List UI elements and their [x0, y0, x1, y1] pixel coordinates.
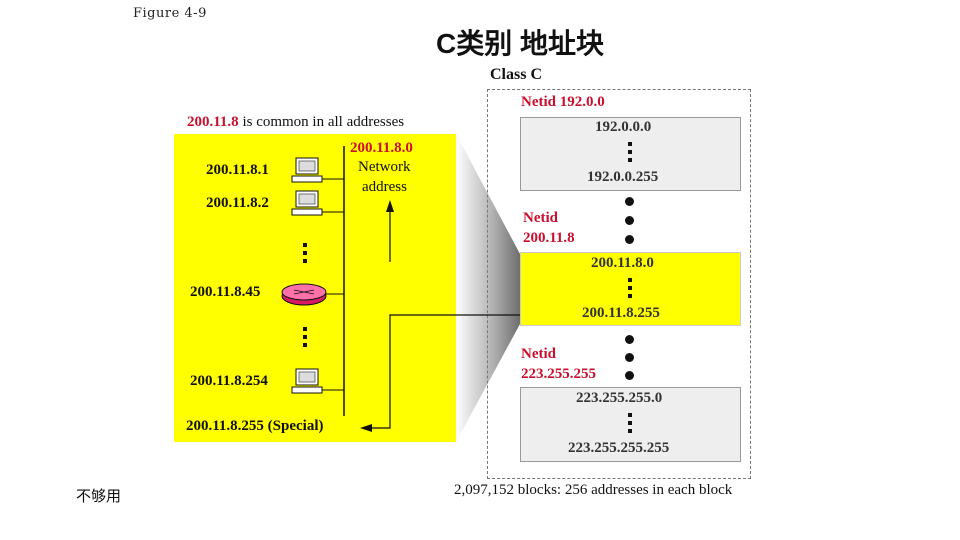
ellipsis-dot: [303, 251, 307, 255]
netid-sub-3: 223.255.255: [521, 366, 596, 382]
ellipsis-dot: [628, 294, 632, 298]
ellipsis-dot: [303, 343, 307, 347]
netid-label-1: Netid 192.0.0: [521, 94, 605, 110]
common-line: 200.11.8 is common in all addresses: [187, 114, 404, 131]
ellipsis-dot: [628, 421, 632, 425]
network-lines: [281, 146, 520, 432]
ellipsis-dot: [625, 197, 634, 206]
host-label-1: 200.11.8.1: [206, 162, 269, 178]
ellipsis-dot: [628, 286, 632, 290]
ellipsis-dot: [303, 327, 307, 331]
ellipsis-dot: [625, 216, 634, 225]
ellipsis-dot: [628, 142, 632, 146]
ellipsis-dot: [628, 150, 632, 154]
block-first-200: 200.11.8.0: [591, 255, 654, 271]
ellipsis-dot: [303, 335, 307, 339]
ellipsis-dot: [628, 413, 632, 417]
network-address-label-1: Network: [358, 159, 411, 175]
host-label-45: 200.11.8.45: [190, 284, 261, 300]
ellipsis-dot: [303, 243, 307, 247]
summary-text: 2,097,152 blocks: 256 addresses in each …: [454, 482, 733, 498]
footnote: 不够用: [76, 488, 122, 505]
ellipsis-dot: [303, 259, 307, 263]
ellipsis-dot: [625, 335, 634, 344]
network-address-value: 200.11.8.0: [350, 140, 413, 156]
router-icon: [281, 283, 344, 306]
address-block-192: [520, 117, 741, 191]
computer-icon: [291, 190, 344, 216]
slide-title: C类别 地址块: [436, 28, 605, 59]
common-text: is common in all addresses: [238, 114, 405, 130]
figure-caption: Figure 4-9: [133, 6, 207, 21]
ellipsis-dot: [628, 278, 632, 282]
block-first-192: 192.0.0.0: [595, 119, 652, 135]
netid-label-2: Netid: [523, 210, 558, 226]
network-address-label-2: address: [362, 179, 407, 195]
host-label-2: 200.11.8.2: [206, 195, 269, 211]
zoom-connector: [456, 134, 520, 442]
class-c-box: [487, 89, 751, 479]
ellipsis-dot: [625, 353, 634, 362]
block-last-200: 200.11.8.255: [582, 305, 660, 321]
netid-label-3: Netid: [521, 346, 556, 362]
computer-icon: [291, 157, 344, 183]
host-label-254: 200.11.8.254: [190, 373, 268, 389]
block-last-223: 223.255.255.255: [568, 440, 670, 456]
netid-sub-2: 200.11.8: [523, 230, 575, 246]
class-c-diagram: Class C 200.11.8 is common in all addres…: [174, 66, 786, 504]
ellipsis-dot: [625, 235, 634, 244]
special-address: 200.11.8.255 (Special): [186, 418, 324, 434]
block-last-192: 192.0.0.255: [587, 169, 659, 185]
computer-icon: [291, 368, 344, 394]
common-prefix: 200.11.8: [187, 114, 239, 130]
class-c-label: Class C: [488, 66, 545, 84]
ellipsis-dot: [628, 158, 632, 162]
ellipsis-dot: [628, 429, 632, 433]
ellipsis-dot: [625, 371, 634, 380]
block-first-223: 223.255.255.0: [576, 390, 663, 406]
zoom-wedge: [456, 134, 520, 442]
